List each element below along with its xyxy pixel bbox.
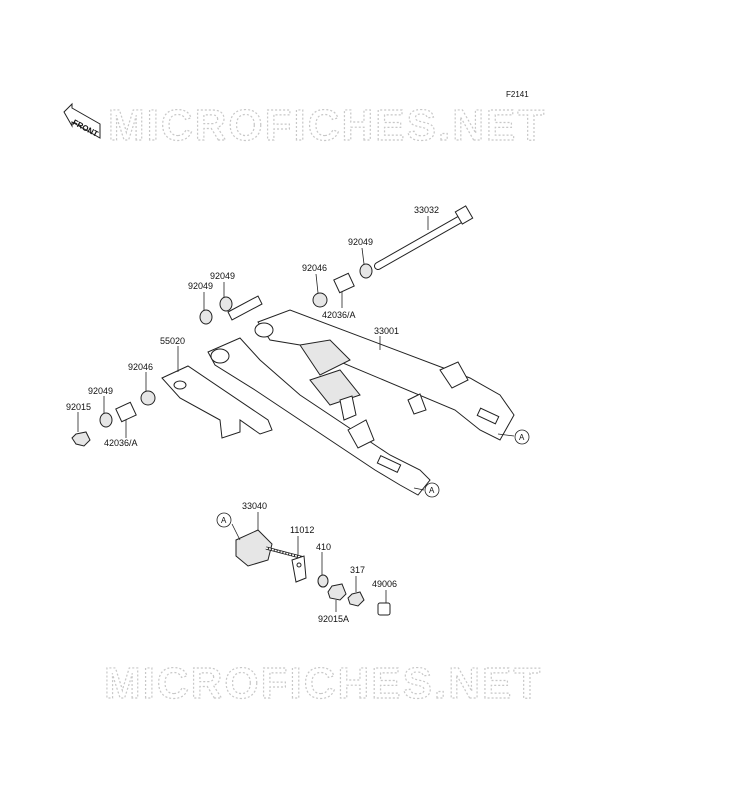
bearing-92046-top <box>312 292 328 308</box>
seal-92049-left <box>99 412 113 428</box>
svg-text:A: A <box>429 486 435 495</box>
label-42036a-left: 42036/A <box>104 438 138 448</box>
label-55020: 55020 <box>160 336 185 346</box>
bolt-11012-illustration <box>291 555 307 583</box>
shim-plate <box>227 295 263 321</box>
label-49006: 49006 <box>372 579 397 589</box>
label-33001: 33001 <box>374 326 399 336</box>
label-317: 317 <box>350 565 365 575</box>
label-92046-left: 92046 <box>128 362 153 372</box>
seal-92049-upper-left-a <box>219 296 233 312</box>
label-92015a: 92015A <box>318 614 349 624</box>
nut-92015a-illustration <box>327 583 347 601</box>
pivot-shaft-illustration <box>374 205 474 270</box>
nut-92015-left <box>71 431 91 447</box>
label-92049-left: 92049 <box>88 386 113 396</box>
label-11012: 11012 <box>290 525 314 535</box>
label-42036a-top: 42036/A <box>322 310 356 320</box>
bushing-92049-top-right <box>359 263 373 279</box>
label-92049-upper-left-b: 92049 <box>188 281 213 291</box>
label-92049-top-right: 92049 <box>348 237 373 247</box>
label-33040: 33040 <box>242 501 267 511</box>
chain-adjuster-33040-illustration <box>235 529 305 567</box>
label-33032: 33032 <box>414 205 439 215</box>
front-arrow-icon: FRONT <box>63 102 101 139</box>
cap-49006-illustration <box>377 602 391 616</box>
washer-410-illustration <box>317 574 329 588</box>
seal-92049-upper-left-b <box>199 309 213 325</box>
ref-marker-a-right: A <box>514 429 530 445</box>
label-92049-upper-left-a: 92049 <box>210 271 235 281</box>
leader-lines <box>77 216 515 612</box>
diagram-code: F2141 <box>506 90 529 99</box>
label-410: 410 <box>316 542 331 552</box>
ref-marker-a-adjuster: A <box>216 512 232 528</box>
bearing-42036a-left <box>115 401 137 423</box>
label-92046-top: 92046 <box>302 263 327 273</box>
bearing-92046-left <box>140 390 156 406</box>
svg-text:A: A <box>221 516 227 525</box>
chain-guard-illustration <box>161 365 273 439</box>
swing-arm-illustration <box>207 309 515 496</box>
watermark-bottom: MICROFICHES.NET <box>104 659 542 708</box>
label-92015-left: 92015 <box>66 402 91 412</box>
nut-317-illustration <box>347 591 365 607</box>
watermark-top: MICROFICHES.NET <box>108 101 546 150</box>
bearing-42036a-top <box>333 272 355 294</box>
svg-text:A: A <box>519 433 525 442</box>
ref-marker-a-bottom: A <box>424 482 440 498</box>
